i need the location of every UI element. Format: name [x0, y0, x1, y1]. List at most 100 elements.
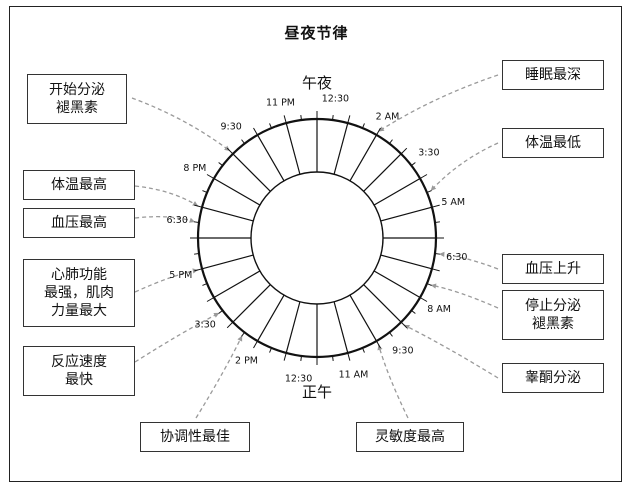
tick-mark	[426, 190, 432, 193]
tick-mark	[332, 355, 334, 362]
hour-spoke	[363, 284, 402, 323]
event-box-melatonin-stop: 停止分泌 褪黑素	[502, 290, 604, 340]
tick-mark	[226, 147, 234, 155]
tick-mark	[269, 347, 272, 353]
hour-spoke	[256, 294, 285, 342]
tick-mark	[431, 204, 440, 208]
tick-mark	[389, 139, 393, 144]
event-box-fastest-reaction: 反应速度 最快	[23, 346, 135, 396]
hour-label: 3:30	[418, 148, 439, 159]
hour-spoke	[373, 270, 421, 299]
connector-lines	[131, 74, 499, 419]
hour-spoke	[232, 153, 271, 192]
hour-spoke	[285, 122, 301, 175]
tick-mark	[241, 139, 245, 144]
tick-mark	[419, 297, 428, 302]
tick-mark	[206, 174, 215, 179]
minor-ticks	[190, 111, 444, 365]
tick-mark	[300, 355, 302, 362]
hour-label: 9:30	[392, 345, 413, 356]
hour-label: 12:30	[322, 94, 349, 105]
noon-label: 正午	[302, 383, 332, 401]
hour-spoke	[333, 301, 349, 354]
connector-line	[134, 312, 220, 363]
tick-mark	[434, 253, 441, 255]
hour-spoke	[333, 122, 349, 175]
event-box-deepest-sleep: 睡眠最深	[502, 60, 604, 90]
tick-mark	[332, 114, 334, 121]
tick-mark	[283, 115, 287, 124]
hour-label: 3:30	[194, 319, 215, 330]
hour-spoke	[213, 177, 261, 206]
hour-spoke	[213, 270, 261, 299]
connector-line	[378, 74, 499, 133]
hour-label: 11 PM	[266, 97, 295, 108]
event-box-bp-rise: 血压上升	[502, 254, 604, 284]
hour-label: 5 AM	[441, 197, 465, 208]
hour-labels: 12:30 2 AM 3:30 5 AM 6:30 8 AM 9:30 11 AM 12:30 2…	[167, 94, 468, 385]
connector-line	[134, 185, 199, 207]
diagram-title: 昼夜节律	[284, 24, 349, 42]
event-box-temp-low: 体温最低	[502, 128, 604, 158]
event-box-melatonin-start: 开始分泌 褪黑素	[27, 74, 127, 124]
hour-label: 2 PM	[235, 356, 258, 367]
connector-arrowhead	[192, 201, 199, 207]
connector-arrowhead	[213, 312, 220, 318]
tick-mark	[411, 162, 416, 166]
connector-arrowhead	[189, 217, 196, 223]
hour-label: 8 PM	[183, 163, 206, 174]
hour-label: 2 AM	[376, 111, 400, 122]
hour-spoke	[380, 206, 433, 222]
connector-line	[403, 324, 499, 379]
midnight-label: 午夜	[302, 74, 332, 92]
hour-spokes	[198, 119, 436, 357]
hour-label: 8 AM	[427, 304, 451, 315]
tick-mark	[193, 221, 200, 223]
tick-mark	[362, 123, 365, 129]
connector-arrowhead	[430, 283, 437, 289]
tick-mark	[218, 310, 223, 314]
tick-mark	[300, 114, 302, 121]
tick-mark	[202, 283, 208, 286]
event-box-temp-high: 体温最高	[23, 170, 135, 200]
hour-spoke	[201, 254, 254, 270]
tick-mark	[206, 297, 215, 302]
hour-spoke	[380, 254, 433, 270]
hour-label: 9:30	[220, 122, 241, 133]
tick-mark	[283, 352, 287, 361]
event-box-best-coordination: 协调性最佳	[140, 422, 250, 452]
hour-spoke	[373, 177, 421, 206]
event-box-testosterone: 睾酮分泌	[502, 363, 604, 393]
tick-mark	[434, 221, 441, 223]
hour-label: 6:30	[446, 252, 467, 263]
connector-line	[131, 97, 231, 152]
tick-mark	[241, 332, 245, 337]
hour-label: 11 AM	[339, 370, 369, 381]
tick-mark	[202, 190, 208, 193]
tick-mark	[400, 321, 408, 329]
tick-mark	[253, 340, 258, 349]
hour-label: 6:30	[167, 215, 188, 226]
tick-mark	[269, 123, 272, 129]
hour-label: 5 PM	[169, 270, 192, 281]
tick-mark	[218, 162, 223, 166]
tick-mark	[193, 253, 200, 255]
tick-mark	[426, 283, 432, 286]
connector-arrowhead	[378, 126, 385, 132]
hour-spoke	[201, 206, 254, 222]
connector-line	[134, 269, 199, 293]
tick-mark	[419, 174, 428, 179]
tick-mark	[376, 340, 381, 349]
connector-arrowhead	[438, 251, 445, 257]
inner-ring	[250, 171, 384, 305]
tick-mark	[253, 127, 258, 136]
tick-mark	[194, 204, 203, 208]
hour-spoke	[363, 153, 402, 192]
hour-spoke	[232, 284, 271, 323]
connector-line	[377, 344, 409, 419]
hour-label: 12:30	[285, 373, 312, 384]
connector-line	[195, 335, 243, 419]
tick-mark	[376, 127, 381, 136]
